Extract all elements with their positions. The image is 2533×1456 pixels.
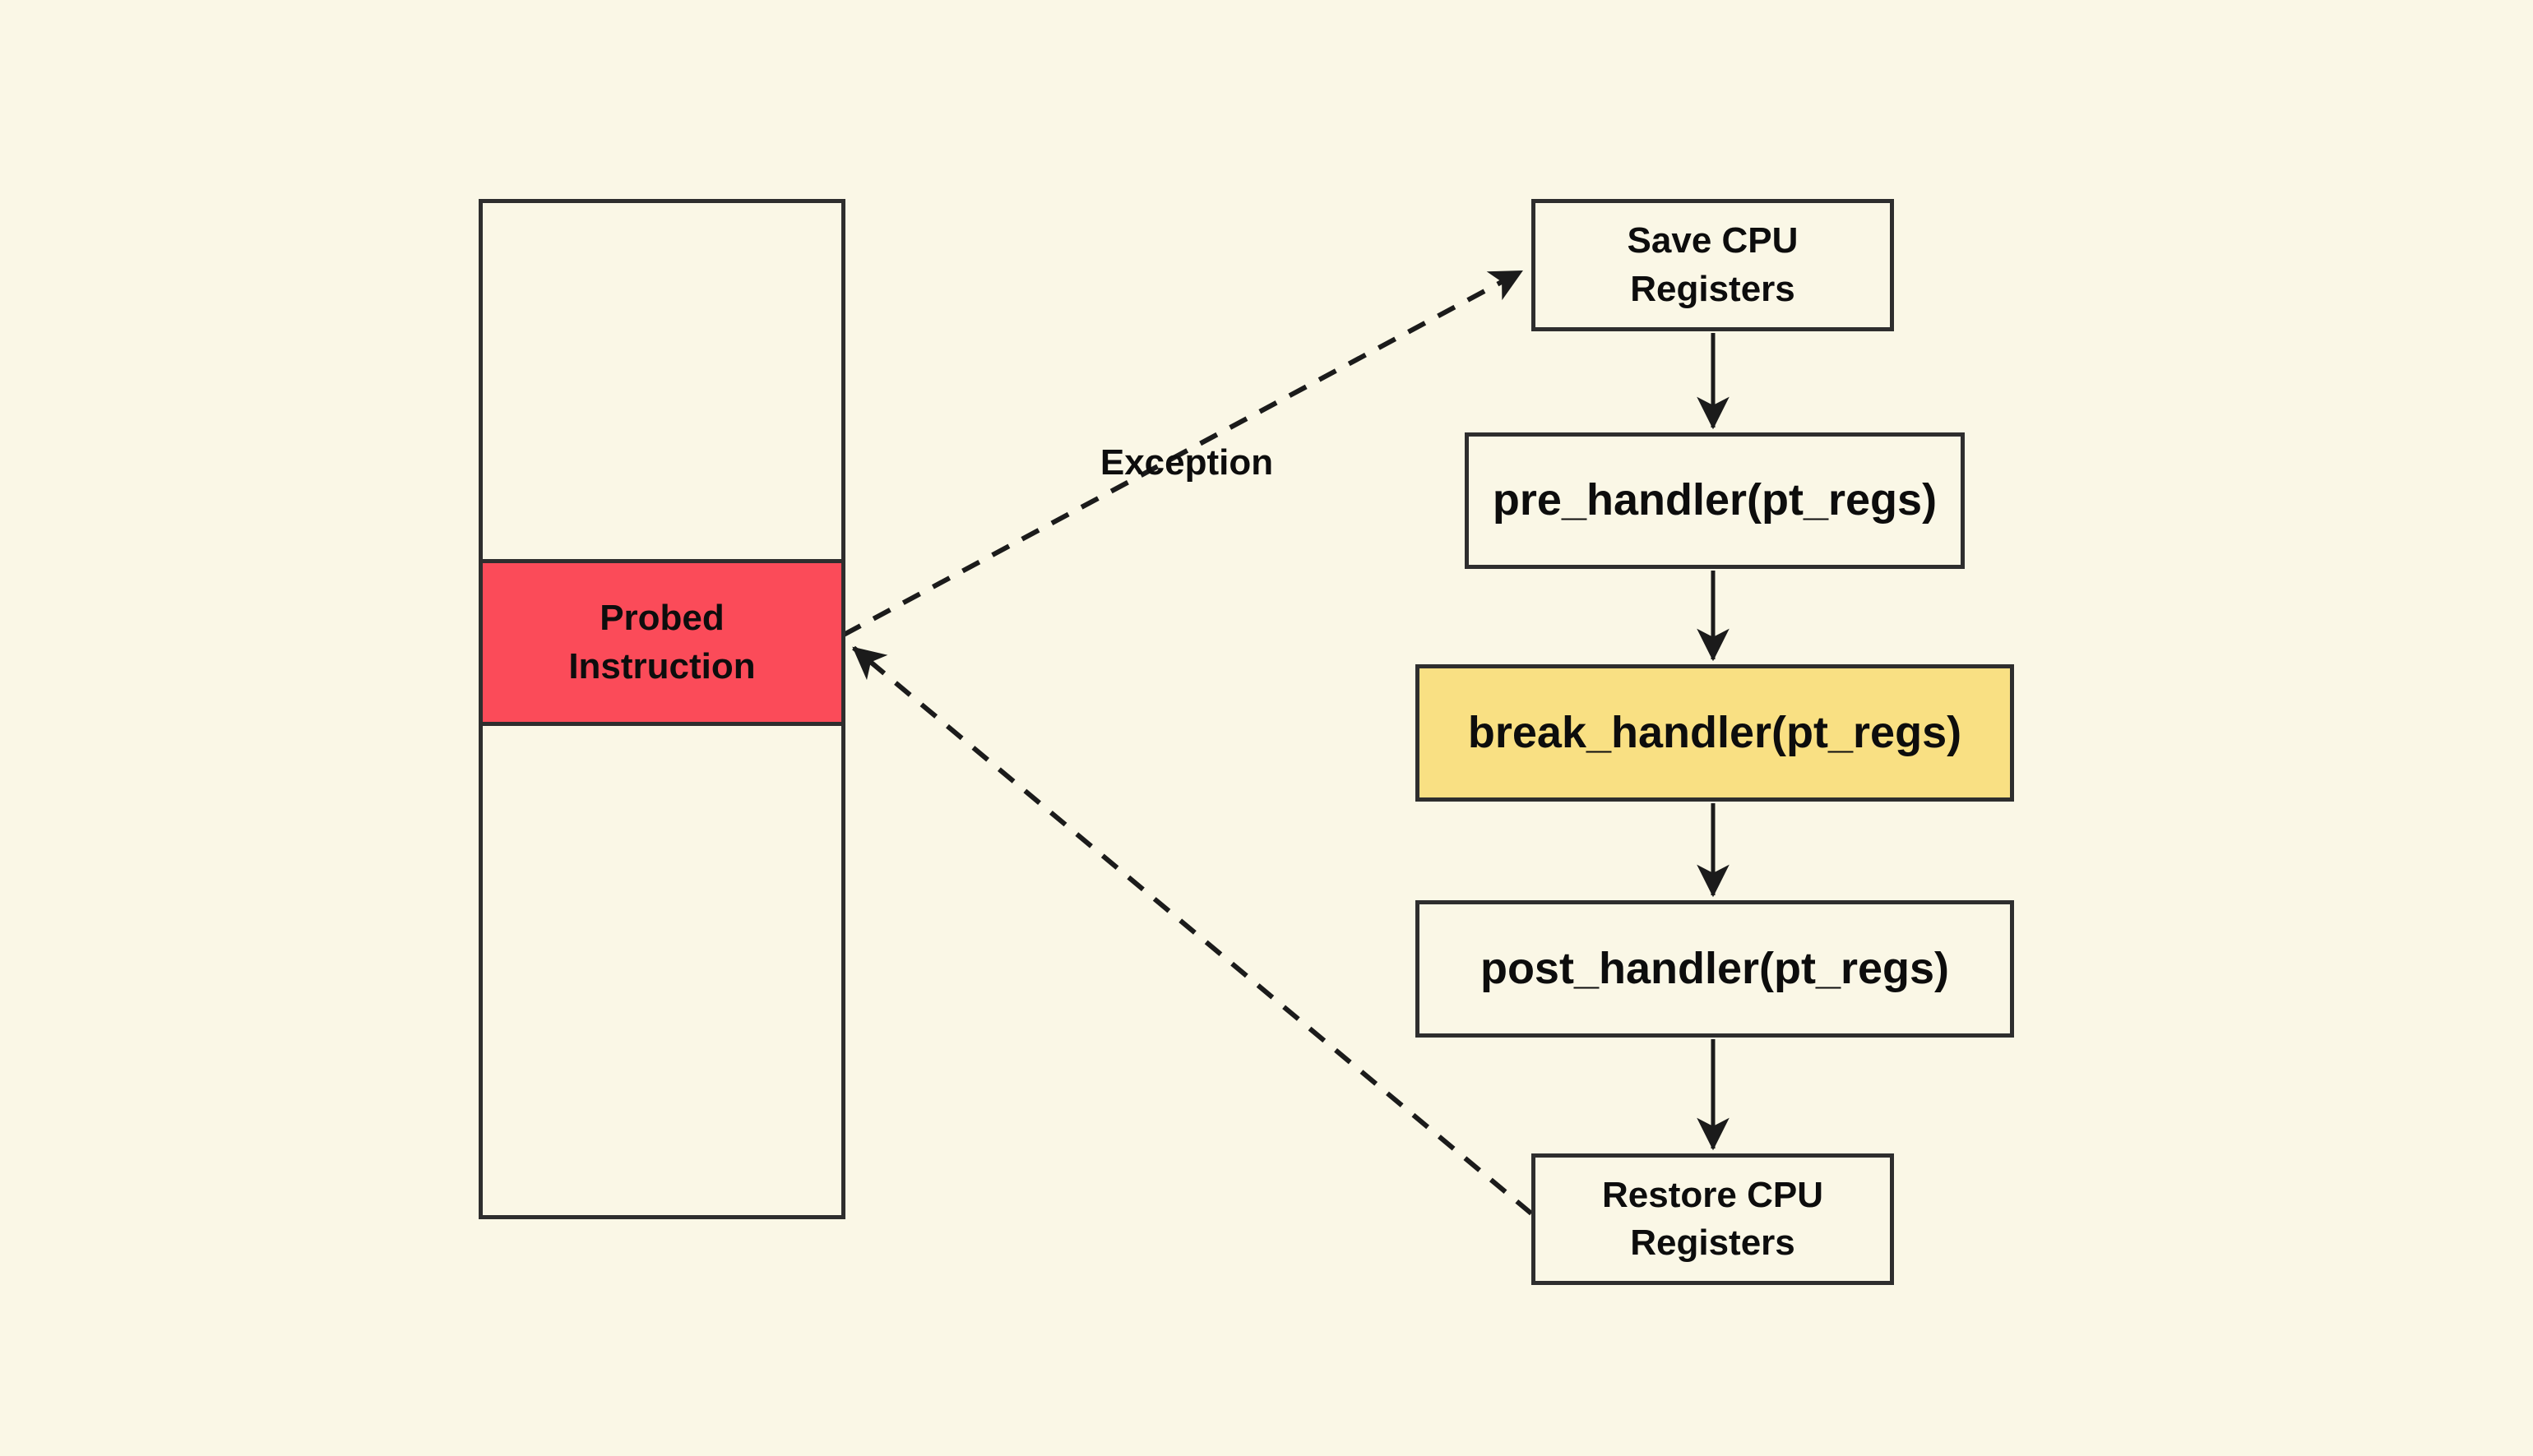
node-label: Registers [1630, 1223, 1795, 1263]
probed-instruction-label-line2: Instruction [568, 645, 756, 686]
node-label: Restore CPU [1602, 1174, 1823, 1215]
node-pre-handler: pre_handler(pt_regs) [1465, 432, 1965, 569]
node-post-handler: post_handler(pt_regs) [1415, 900, 2014, 1038]
node-label: Registers [1630, 268, 1795, 309]
node-save-cpu-registers: Save CPU Registers [1531, 199, 1894, 331]
exception-label: Exception [1100, 442, 1274, 483]
node-label: post_handler(pt_regs) [1480, 943, 1950, 993]
probed-instruction-label-line1: Probed [600, 598, 725, 639]
return-arrow [852, 645, 1533, 1216]
exception-arrow [842, 269, 1523, 637]
node-break-handler: break_handler(pt_regs) [1415, 664, 2014, 802]
node-label: pre_handler(pt_regs) [1492, 475, 1938, 525]
node-restore-cpu-registers: Restore CPU Registers [1531, 1153, 1894, 1285]
node-label: Save CPU [1627, 220, 1799, 261]
probed-instruction-box: Probed Instruction [479, 559, 845, 726]
node-label: break_handler(pt_regs) [1467, 707, 1962, 757]
